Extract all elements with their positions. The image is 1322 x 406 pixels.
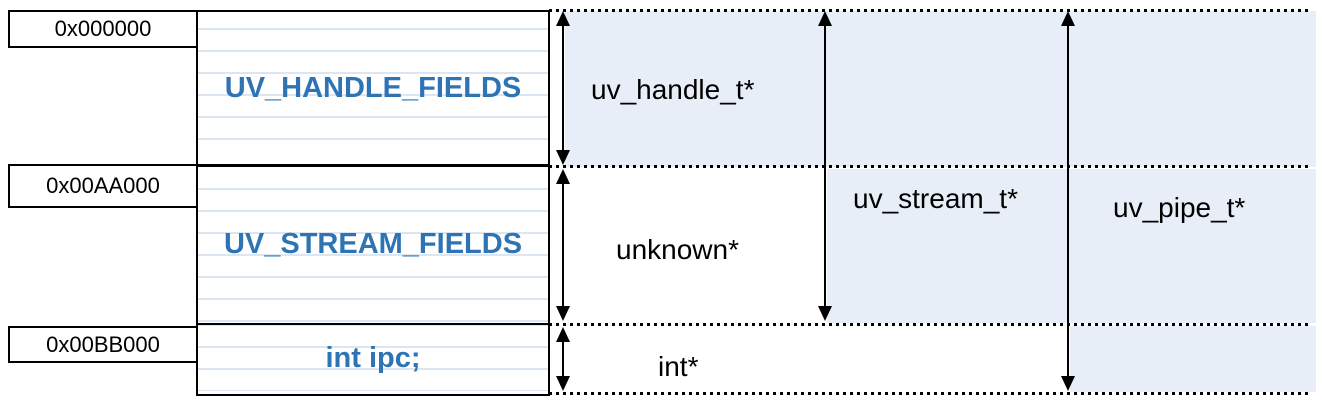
section-label: int ipc; [325, 341, 421, 374]
uv-handle-pointer-label: uv_handle_t* [591, 74, 755, 105]
uv-stream-pointer-label: uv_stream_t* [853, 183, 1018, 214]
uv-pipe-extent-arrow [1060, 11, 1076, 391]
offset-boundary-line-top [549, 9, 1310, 12]
section-label: UV_HANDLE_FIELDS [224, 71, 522, 104]
int-pointer-label: int* [658, 351, 699, 382]
section-divider [197, 323, 549, 326]
section-uv-handle-fields: UV_HANDLE_FIELDS [198, 12, 548, 164]
uv-stream-region-shade [827, 169, 1316, 323]
arrow-shaft [1067, 21, 1069, 381]
uv-handle-extent-arrow [555, 11, 571, 165]
address-box-0x00aa000: 0x00AA000 [8, 164, 198, 208]
uv-handle-region-shade [565, 11, 1316, 167]
struct-box: UV_HANDLE_FIELDS UV_STREAM_FIELDS int ip… [196, 10, 550, 396]
section-label: UV_STREAM_FIELDS [223, 228, 523, 260]
arrow-shaft [562, 337, 564, 381]
address-label: 0x00AA000 [46, 173, 160, 198]
unknown-extent-arrow [555, 169, 571, 321]
address-label: 0x000000 [54, 16, 152, 41]
uv-pipe-region-shade [1070, 326, 1316, 392]
section-uv-stream-fields: UV_STREAM_FIELDS [198, 166, 548, 323]
unknown-pointer-label: unknown* [616, 234, 739, 265]
offset-boundary-line-bb000 [549, 323, 1310, 326]
address-box-0x00bb000: 0x00BB000 [8, 326, 198, 363]
offset-boundary-line-aa000 [549, 165, 1310, 168]
offset-boundary-line-bottom [549, 392, 1310, 395]
uv-pipe-pointer-label: uv_pipe_t* [1113, 192, 1246, 223]
arrow-shaft [562, 179, 564, 311]
arrow-shaft [562, 21, 564, 155]
section-divider [197, 164, 549, 167]
int-extent-arrow [555, 327, 571, 391]
arrow-shaft [824, 21, 826, 311]
uv-stream-extent-arrow [817, 11, 833, 321]
address-box-0x000000: 0x000000 [8, 10, 198, 48]
address-label: 0x00BB000 [46, 331, 160, 357]
section-int-ipc: int ipc; [198, 325, 548, 391]
